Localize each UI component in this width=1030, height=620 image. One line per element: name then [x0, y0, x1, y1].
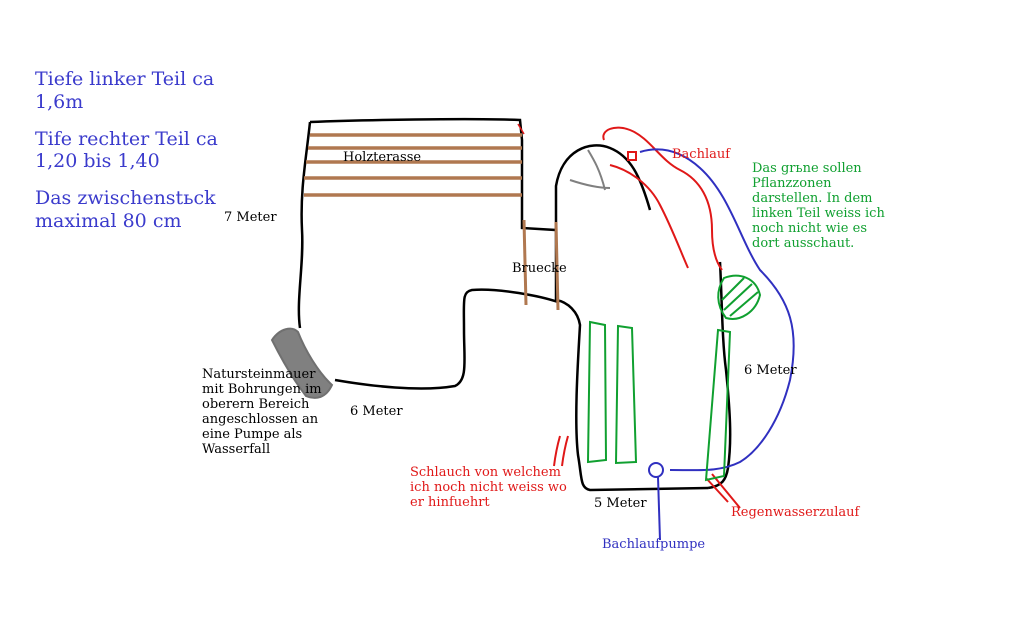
- label-seven-meter: 7 Meter: [224, 210, 277, 225]
- holzterasse-planks: [304, 133, 522, 197]
- schlauch-hose: [553, 435, 569, 467]
- label-bruecke: Bruecke: [512, 261, 567, 276]
- label-regenwasser: Regenwasserzulauf: [731, 505, 860, 520]
- bachlauf-stream: [602, 126, 723, 271]
- label-bachlaufpumpe: Bachlaufpumpe: [602, 537, 706, 552]
- stream-stones: [569, 149, 611, 191]
- label-six-meter-right: 6 Meter: [744, 363, 797, 378]
- pond-outline-lower: [334, 288, 559, 390]
- bruecke-posts: [522, 219, 560, 311]
- note-depth-right: Tife rechter Teil ca 1,20 bis 1,40: [35, 127, 218, 173]
- label-naturstein: Natursteinmauer mit Bohrungen im oberern…: [202, 367, 322, 457]
- pond-outline-left: [297, 117, 709, 492]
- bachlauf-blue-path: [639, 148, 795, 472]
- regenwasser-inlet: [705, 473, 741, 509]
- pflanzzonen: [586, 274, 762, 482]
- bachlaufpumpe-marker: [648, 462, 664, 478]
- label-schlauch: Schlauch von welchem ich noch nicht weis…: [410, 465, 567, 510]
- natursteinmauer: [270, 327, 334, 399]
- label-bachlauf: Bachlauf: [672, 147, 731, 162]
- note-depth-left: Tiefe linker Teil ca 1,6m: [35, 68, 215, 113]
- note-middle: Das zwischenstьck maximal 80 cm: [35, 187, 216, 232]
- label-six-meter-left: 6 Meter: [350, 404, 403, 419]
- depth-notes: Tiefe linker Teil ca 1,6m Tife rechter T…: [35, 68, 265, 247]
- bachlauf-source: [627, 151, 637, 161]
- label-five-meter: 5 Meter: [594, 496, 647, 511]
- label-green-note: Das grьne sollen Pflanzzonen darstellen.…: [752, 161, 885, 251]
- label-holzterasse: Holzterasse: [343, 150, 422, 165]
- bachlaufpumpe-pipe: [657, 476, 661, 541]
